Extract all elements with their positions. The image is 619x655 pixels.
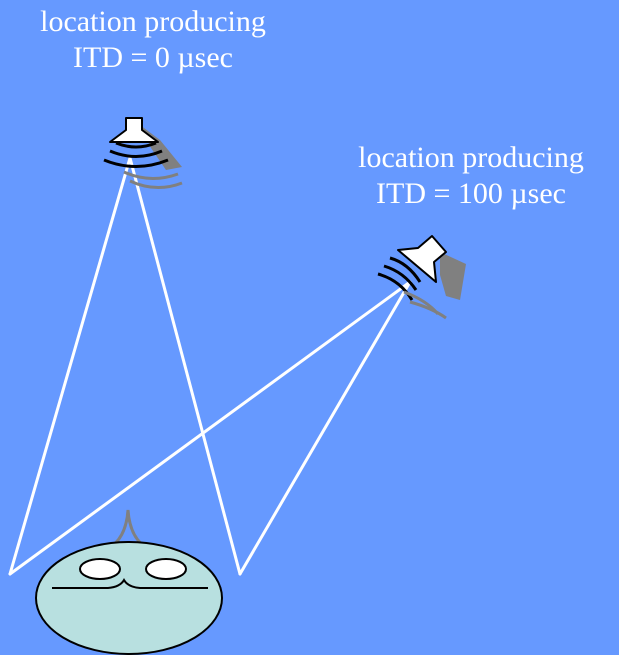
head-nose-line [52, 577, 208, 589]
path-offset-to-left-ear [8, 280, 412, 576]
center-source-label-line2: ITD = 0 µsec [73, 41, 233, 74]
center-source-label-line1: location producing [40, 5, 266, 38]
left-eye [79, 558, 121, 580]
path-center-to-right-ear [128, 156, 242, 576]
offset-source-label-line1: location producing [358, 141, 584, 174]
path-center-to-left-ear [8, 156, 132, 576]
head-face [35, 541, 223, 655]
offset-source-label: location producing ITD = 100 µsec [326, 140, 616, 212]
center-speaker-icon [103, 117, 183, 189]
offset-speaker-icon [377, 235, 466, 320]
right-eye [145, 558, 187, 580]
center-source-label: location producing ITD = 0 µsec [0, 4, 306, 76]
sound-paths [8, 156, 412, 576]
path-offset-to-right-ear [238, 280, 412, 576]
listener-head-icon [35, 509, 223, 655]
offset-source-label-line2: ITD = 100 µsec [376, 177, 566, 210]
